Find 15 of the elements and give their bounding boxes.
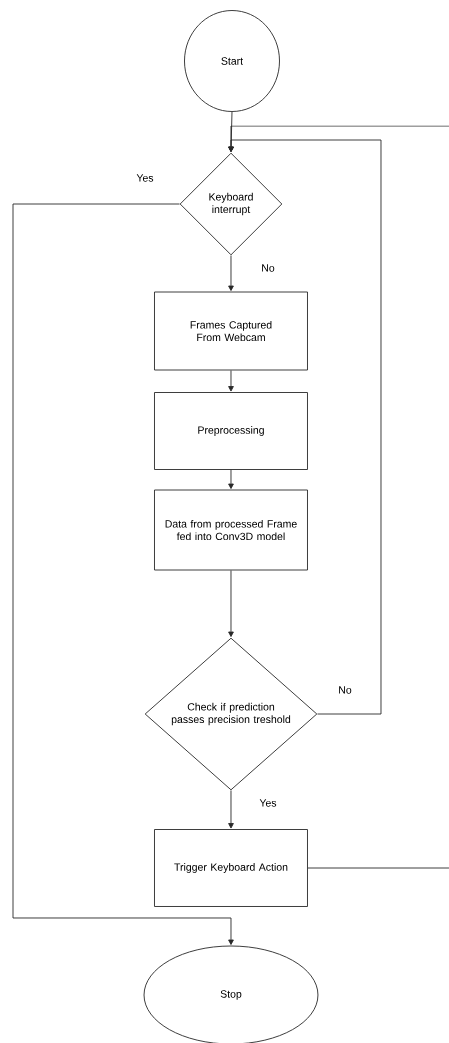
process-box: Preprocessing (154, 392, 308, 470)
arrow (228, 570, 234, 637)
arrow (228, 255, 234, 291)
edge-label: No (260, 263, 276, 273)
arrow (228, 469, 234, 489)
edge-label: No (337, 685, 353, 695)
process-box: Frames Captured From Webcam (154, 291, 308, 371)
edge-label: Yes (258, 798, 278, 808)
process-box: Data from processed Frame fed into Conv3D model (154, 489, 308, 571)
edge-label: Yes (135, 173, 155, 183)
arrow (228, 125, 449, 869)
arrow (228, 790, 234, 829)
arrow (228, 370, 234, 392)
process-box: Trigger Keyboard Action (154, 829, 308, 907)
arrow (12, 203, 234, 945)
